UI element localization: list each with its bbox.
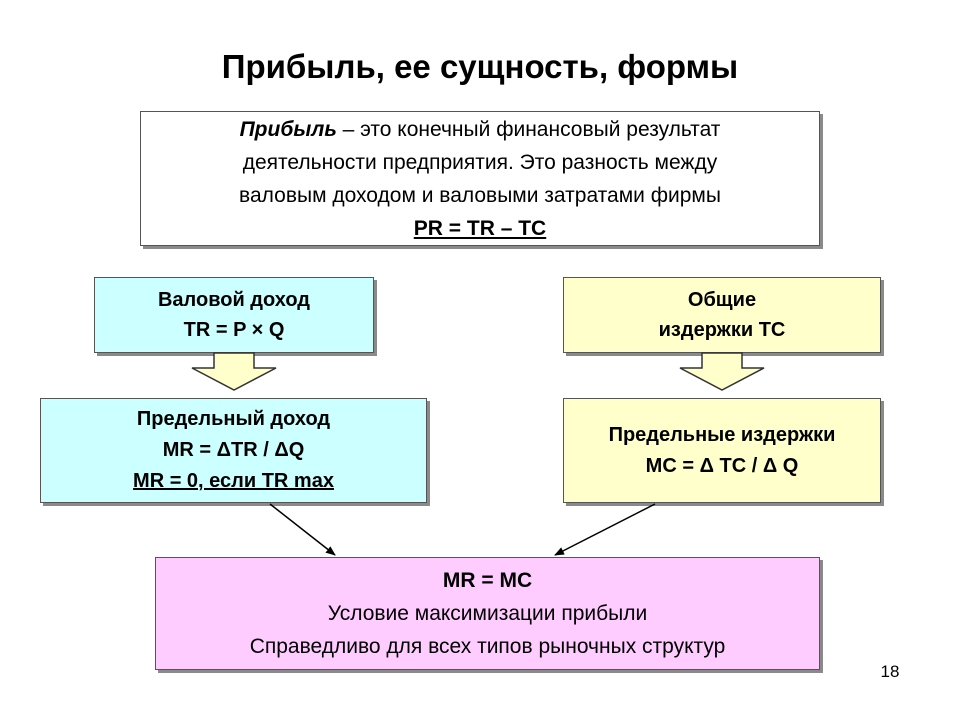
gross-revenue-formula: TR = P × Q	[183, 319, 285, 341]
marginal-revenue-box: Предельный доход MR = ΔTR / ΔQ MR = 0, е…	[40, 398, 427, 503]
slide-title: Прибыль, ее сущность, формы	[221, 48, 739, 85]
definition-term: Прибыль	[239, 117, 337, 141]
arrow-mr-to-condition	[269, 503, 336, 556]
down-arrow-right	[679, 352, 765, 391]
down-arrow-left	[191, 352, 277, 391]
definition-line-2: деятельности предприятия. Это разность м…	[242, 150, 718, 174]
marginal-revenue-formula: MR = ΔTR / ΔQ	[162, 439, 305, 461]
gross-revenue-box: Валовой доход TR = P × Q	[94, 277, 374, 353]
total-costs-label-1: Общие	[687, 289, 757, 311]
total-costs-label-2: издержки TC	[658, 319, 786, 341]
maximization-condition-text: Условие максимизации прибыли	[327, 602, 648, 625]
profit-definition-box: Прибыль – это конечный финансовый резуль…	[140, 111, 820, 246]
definition-line-1-rest: – это конечный финансовый результат	[336, 117, 721, 141]
page-number: 18	[880, 662, 900, 681]
profit-maximization-box: MR = MC Условие максимизации прибыли Спр…	[155, 557, 820, 670]
definition-line-3: валовым доходом и валовыми затратами фир…	[239, 183, 721, 207]
marginal-revenue-label: Предельный доход	[136, 408, 331, 430]
profit-formula: PR = TR – TC	[413, 216, 547, 240]
marginal-costs-box: Предельные издержки MC = Δ TC / Δ Q	[563, 398, 881, 503]
marginal-costs-formula: MC = Δ TC / Δ Q	[645, 454, 799, 477]
arrow-mc-to-condition	[554, 503, 656, 556]
gross-revenue-label: Валовой доход	[157, 289, 310, 311]
market-structures-text: Справедливо для всех типов рыночных стру…	[249, 635, 726, 658]
total-costs-box: Общие издержки TC	[563, 277, 881, 353]
marginal-costs-label: Предельные издержки	[608, 423, 836, 446]
marginal-revenue-condition: MR = 0, если TR max	[133, 470, 334, 492]
definition-line-1: Прибыль – это конечный финансовый резуль…	[141, 113, 819, 146]
mr-mc-equation: MR = MC	[442, 569, 533, 592]
